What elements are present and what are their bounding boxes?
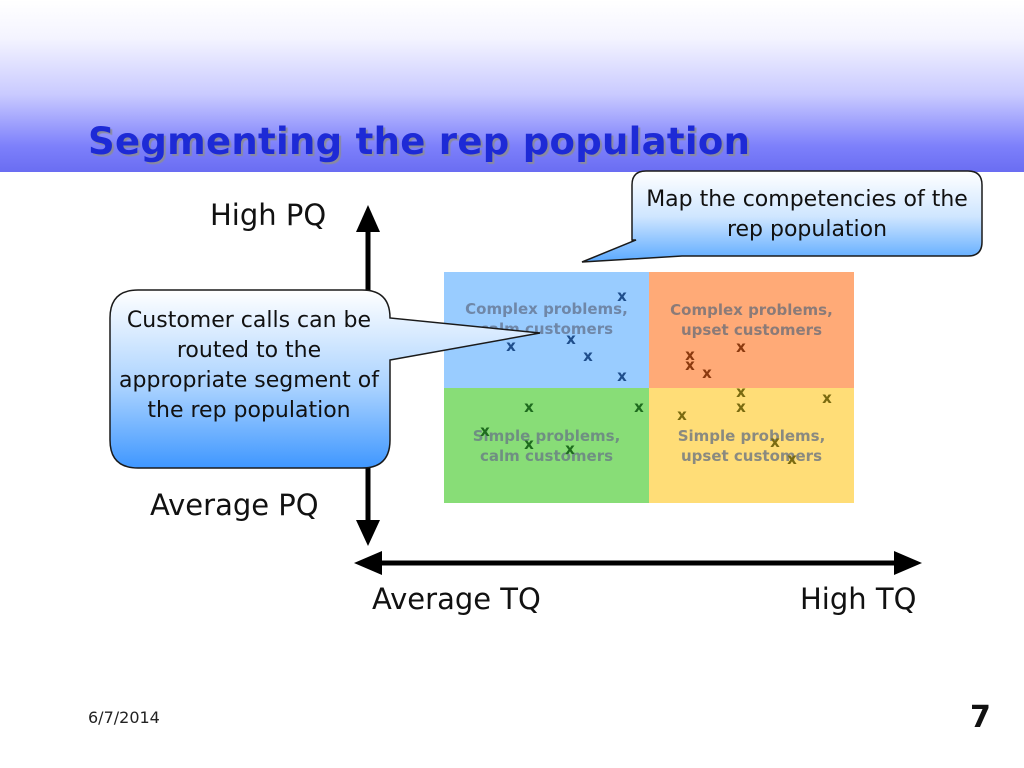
top-callout-shape xyxy=(581,170,983,263)
slide-date: 6/7/2014 xyxy=(88,708,160,727)
rep-marker: x xyxy=(822,389,832,407)
rep-marker: x xyxy=(677,406,687,424)
quadrant-label: Simple problems, upset customers xyxy=(677,427,826,465)
rep-marker: x xyxy=(617,287,627,305)
quadrant-label: Simple problems, calm customers xyxy=(472,427,621,465)
rep-marker: x xyxy=(770,433,780,451)
rep-marker: x xyxy=(524,398,534,416)
rep-marker: x xyxy=(736,383,746,401)
rep-marker: x xyxy=(617,367,627,385)
rep-marker: x xyxy=(787,450,797,468)
competency-callout-text: Map the competencies of the rep populati… xyxy=(646,187,968,242)
quadrant-label: Complex problems, upset customers xyxy=(670,301,833,339)
quadrant-complex-upset: Complex problems, upset customers xyxy=(649,272,854,388)
quadrant-simple-calm: Simple problems, calm customers xyxy=(444,388,649,503)
slide-page-number: 7 xyxy=(970,700,991,735)
rep-marker: x xyxy=(685,356,695,374)
rep-marker: x xyxy=(566,330,576,348)
rep-marker: x xyxy=(736,338,746,356)
header-banner xyxy=(0,0,1024,172)
x-axis-average-label: Average TQ xyxy=(372,582,541,616)
rep-marker: x xyxy=(524,435,534,453)
rep-marker: x xyxy=(506,337,516,355)
rep-marker: x xyxy=(736,398,746,416)
rep-marker: x xyxy=(565,440,575,458)
y-axis-average-label: Average PQ xyxy=(150,488,319,522)
routing-callout-text: Customer calls can be routed to the appr… xyxy=(119,308,379,423)
quadrant-simple-upset: Simple problems, upset customers xyxy=(649,388,854,503)
slide-title: Segmenting the rep population xyxy=(88,120,751,163)
y-axis-high-label: High PQ xyxy=(210,198,327,232)
left-callout-shape xyxy=(109,289,541,469)
rep-marker: x xyxy=(702,364,712,382)
horizontal-axis-arrow xyxy=(354,551,922,575)
rep-marker: x xyxy=(480,422,490,440)
rep-marker: x xyxy=(634,398,644,416)
rep-marker: x xyxy=(583,347,593,365)
rep-marker: x xyxy=(685,346,695,364)
x-axis-high-label: High TQ xyxy=(800,582,917,616)
